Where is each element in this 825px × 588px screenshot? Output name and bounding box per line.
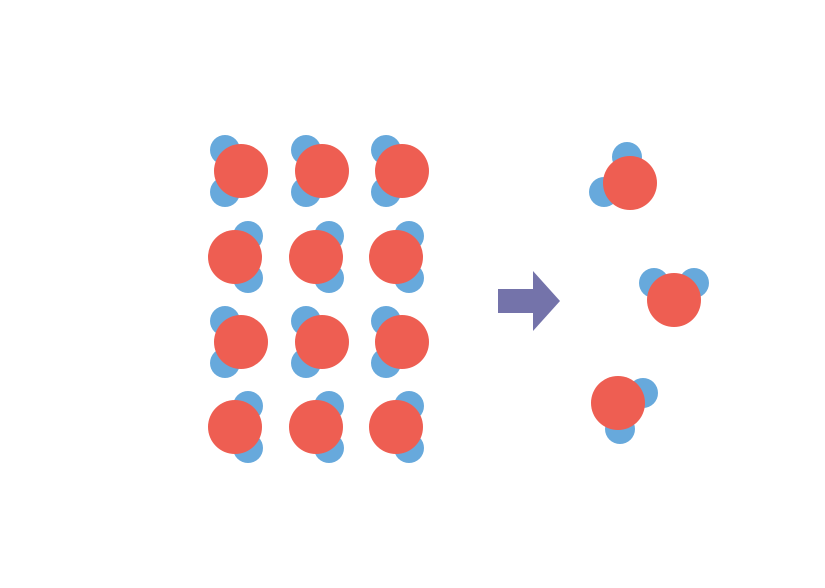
water-molecule [371, 306, 429, 378]
oxygen-atom [369, 230, 423, 284]
water-molecule [208, 391, 263, 463]
water-molecule [210, 306, 268, 378]
oxygen-atom [375, 144, 429, 198]
dispersed-molecules [589, 142, 709, 444]
oxygen-atom [375, 315, 429, 369]
water-molecule [369, 391, 424, 463]
oxygen-atom [295, 315, 349, 369]
oxygen-atom [289, 400, 343, 454]
water-molecule [371, 135, 429, 207]
water-molecule [289, 221, 344, 293]
water-molecule [291, 306, 349, 378]
oxygen-atom [591, 376, 645, 430]
water-molecule [289, 391, 344, 463]
oxygen-atom [289, 230, 343, 284]
oxygen-atom [295, 144, 349, 198]
oxygen-atom [208, 400, 262, 454]
water-molecule [369, 221, 424, 293]
water-molecule [639, 268, 709, 327]
transition-arrow [498, 271, 560, 331]
arrow-right-icon [498, 271, 560, 331]
oxygen-atom [214, 144, 268, 198]
water-molecule [291, 135, 349, 207]
water-molecule [591, 376, 658, 444]
water-molecule [210, 135, 268, 207]
oxygen-atom [369, 400, 423, 454]
oxygen-atom [603, 156, 657, 210]
oxygen-atom [647, 273, 701, 327]
oxygen-atom [214, 315, 268, 369]
water-molecule [589, 142, 657, 210]
oxygen-atom [208, 230, 262, 284]
water-molecule [208, 221, 263, 293]
ordered-molecule-lattice [208, 135, 429, 463]
